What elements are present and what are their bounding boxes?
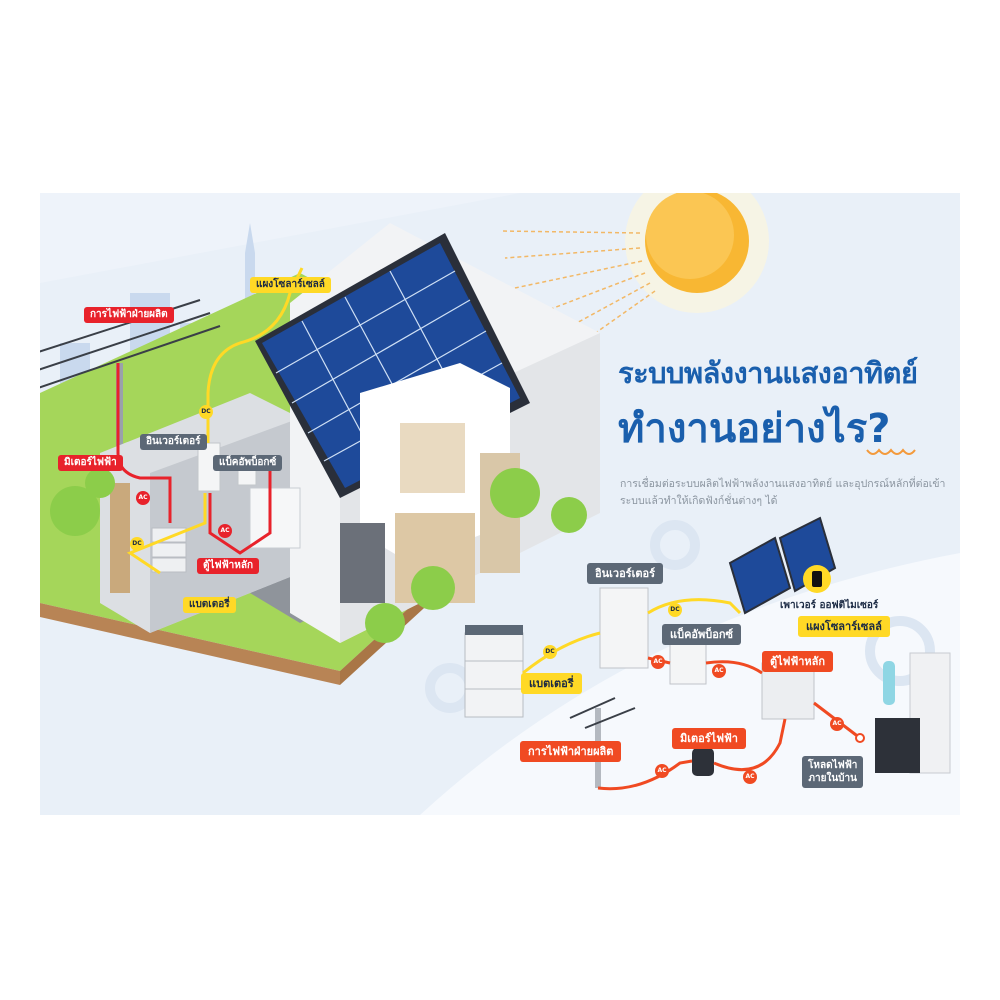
label-house-solar-panel: แผงโซลาร์เซลล์	[250, 277, 331, 293]
ac-tag: AC	[830, 717, 844, 731]
label-house-battery: แบตเตอรี่	[183, 597, 236, 613]
dc-tag: DC	[130, 537, 144, 551]
infographic-frame: ระบบพลังงานแสงอาทิตย์ ทำงานอย่างไร? การเ…	[40, 193, 960, 815]
label-house-grid: การไฟฟ้าฝ่ายผลิต	[84, 307, 174, 323]
diagram-meter	[692, 748, 714, 776]
label-house-main-panel: ตู้ไฟฟ้าหลัก	[197, 558, 260, 574]
label-diagram-optimizer: เพาเวอร์ ออฟติไมเซอร์	[780, 600, 879, 611]
bushes	[50, 468, 587, 643]
label-house-backup-box: แบ็คอัพบ็อกซ์	[213, 455, 283, 471]
page-title-line1: ระบบพลังงานแสงอาทิตย์	[618, 356, 918, 390]
wave-decoration-icon	[866, 448, 916, 455]
label-diagram-backup-box: แบ็คอัพบ็อกซ์	[662, 624, 742, 645]
ac-tag: AC	[712, 664, 726, 678]
dc-tag: DC	[199, 405, 213, 419]
description: การเชื่อมต่อระบบผลิตไฟฟ้าพลังงานแสงอาทิต…	[620, 478, 946, 507]
label-diagram-solar-panel: แผงโซลาร์เซลล์	[798, 616, 890, 637]
label-diagram-load: โหลดไฟฟ้า ภายในบ้าน	[802, 756, 864, 788]
illustration	[40, 193, 960, 815]
label-diagram-main-panel: ตู้ไฟฟ้าหลัก	[762, 651, 834, 672]
label-diagram-meter: มิเตอร์ไฟฟ้า	[672, 728, 746, 749]
label-diagram-grid: การไฟฟ้าฝ่ายผลิต	[520, 741, 622, 762]
ac-tag: AC	[655, 764, 669, 778]
page-title-line2: ทำงานอย่างไร?	[618, 406, 891, 452]
appliances	[875, 652, 951, 774]
dc-tag: DC	[543, 645, 557, 659]
label-house-meter: มิเตอร์ไฟฟ้า	[58, 455, 123, 471]
diagram-main-panel	[761, 662, 815, 720]
diagram-battery	[464, 625, 524, 718]
diagram-backup-box	[669, 637, 707, 685]
ac-tag: AC	[651, 655, 665, 669]
ac-tag: AC	[218, 524, 232, 538]
label-house-inverter: อินเวอร์เตอร์	[140, 434, 207, 450]
battery-stack	[151, 527, 187, 573]
ac-tag: AC	[136, 491, 150, 505]
label-diagram-battery: แบตเตอรี่	[521, 673, 582, 694]
load-line2: ภายในบ้าน	[808, 773, 857, 784]
small-solar-panel	[728, 536, 792, 615]
diagram-inverter	[599, 587, 649, 669]
load-line1: โหลดไฟฟ้า	[808, 760, 858, 771]
ac-tag: AC	[743, 770, 757, 784]
dc-tag: DC	[668, 603, 682, 617]
label-diagram-inverter: อินเวอร์เตอร์	[587, 563, 663, 584]
